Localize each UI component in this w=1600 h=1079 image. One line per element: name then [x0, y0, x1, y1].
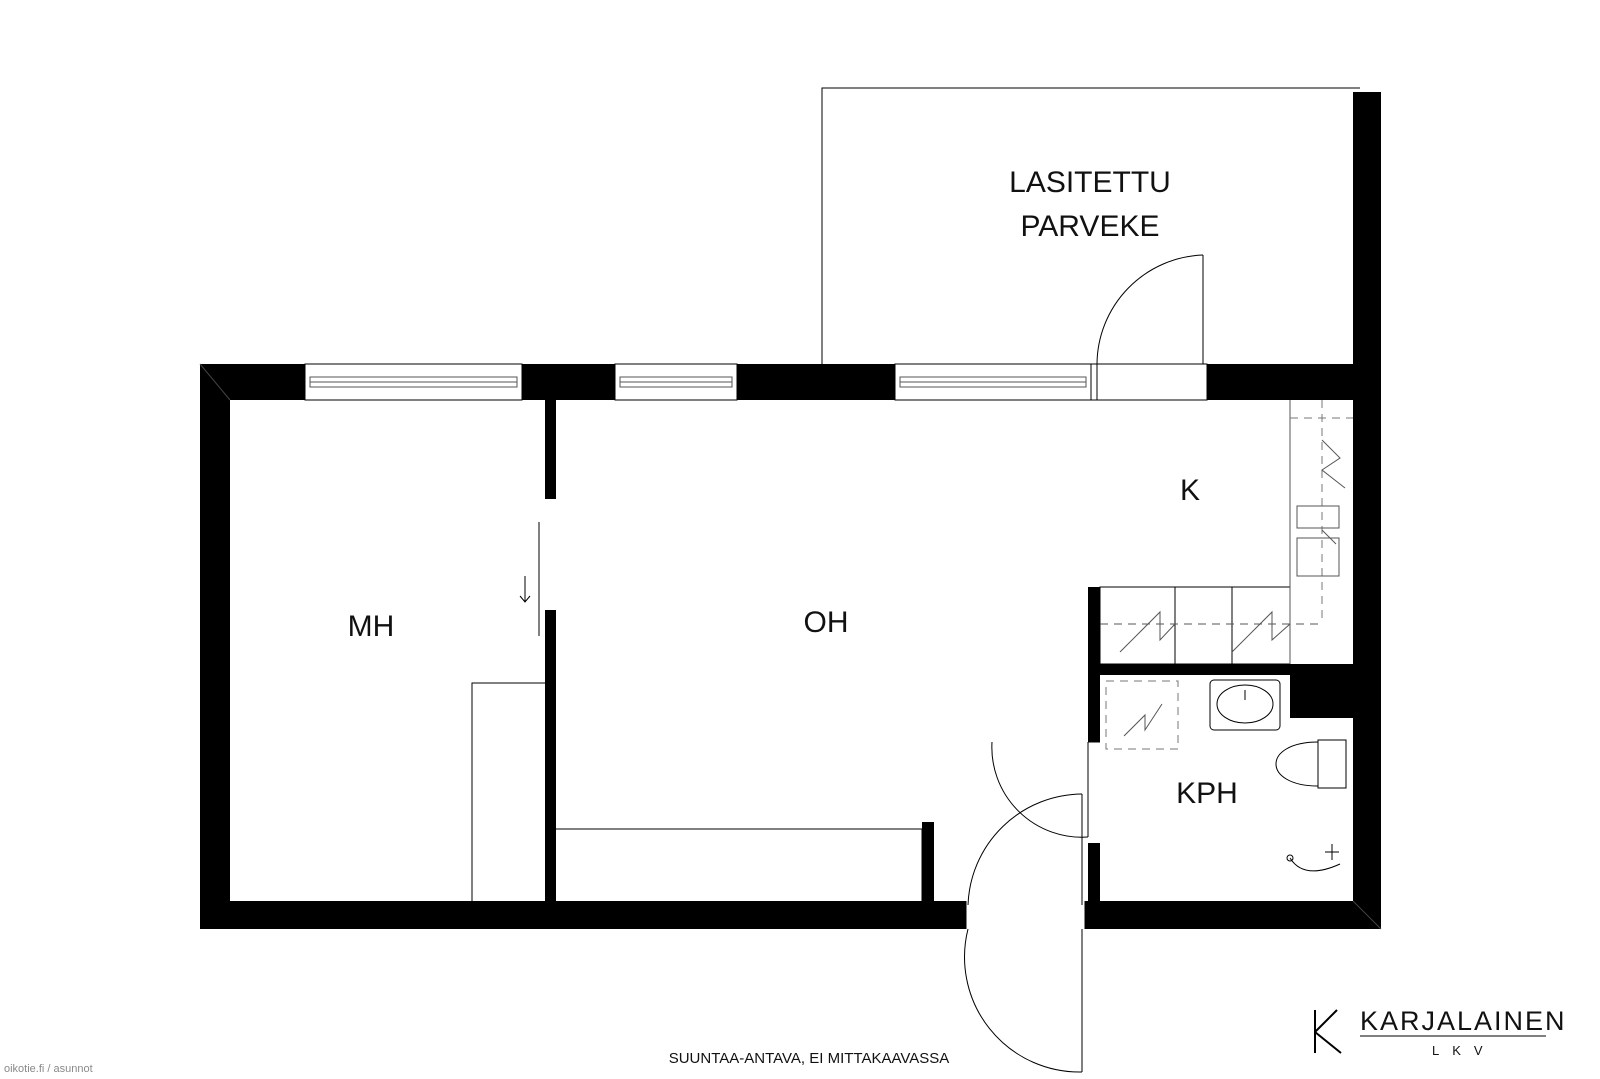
shower-head-icon — [1286, 844, 1341, 872]
room-label-bathroom: KPH — [1176, 777, 1238, 810]
watermark: oikotie.fi / asunnot — [4, 1063, 93, 1075]
window — [614, 363, 738, 401]
arrow-down-icon — [519, 576, 531, 603]
room-label-bedroom: MH — [348, 610, 395, 643]
disclaimer: SUUNTAA-ANTAVA, EI MITTAKAAVASSA — [669, 1050, 950, 1067]
interior-wall — [1088, 843, 1100, 901]
outer-walls — [200, 92, 1381, 929]
kitchen-counter — [1289, 400, 1353, 664]
brand-name: KARJALAINEN — [1360, 1006, 1567, 1036]
interior-wall — [922, 822, 934, 901]
toilet-icon — [1275, 739, 1347, 789]
brand-logo: KARJALAINEN LKV — [1314, 1006, 1567, 1058]
kitchen-cabinets — [1099, 586, 1322, 665]
interior-wall — [545, 610, 556, 901]
sink-icon — [1209, 679, 1281, 731]
bathroom-door — [991, 741, 1100, 838]
window — [894, 363, 1092, 401]
interior-wall — [1100, 664, 1290, 675]
room-label-living-room: OH — [804, 606, 849, 639]
interior-wall — [545, 400, 556, 499]
room-label-balcony: LASITETTU — [1009, 166, 1171, 199]
room-label-kitchen: K — [1180, 474, 1200, 507]
counter — [556, 828, 923, 901]
brand-suffix: LKV — [1432, 1043, 1496, 1058]
balcony-door — [1090, 254, 1208, 401]
balcony-outline — [821, 87, 1360, 364]
corner-mark — [199, 363, 231, 401]
wardrobe — [471, 682, 545, 901]
interior-wall — [1290, 664, 1353, 718]
entry-door — [964, 793, 1086, 1073]
room-label-balcony: PARVEKE — [1021, 210, 1160, 243]
shower-area — [1105, 680, 1179, 750]
corner-mark — [1352, 900, 1382, 930]
window — [304, 363, 523, 401]
interior-wall — [1088, 587, 1100, 742]
